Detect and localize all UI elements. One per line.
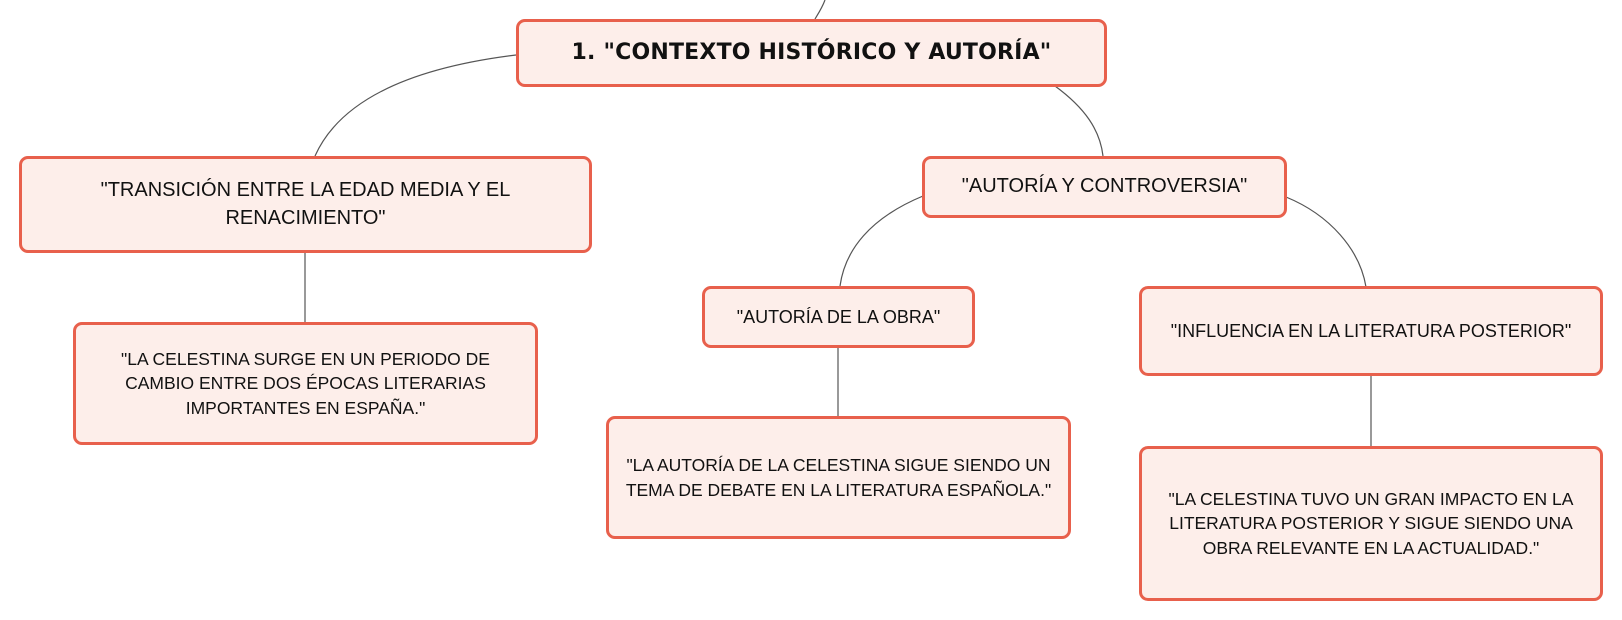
topic-transicion[interactable]: "TRANSICIÓN ENTRE LA EDAD MEDIA Y EL REN… bbox=[19, 156, 592, 253]
detail-influencia-text: "LA CELESTINA TUVO UN GRAN IMPACTO EN LA… bbox=[1168, 489, 1574, 558]
connector-controversia-to-obra bbox=[839, 195, 924, 287]
subtopic-influencia-label: "INFLUENCIA EN LA LITERATURA POSTERIOR" bbox=[1170, 320, 1572, 341]
detail-influencia[interactable]: "LA CELESTINA TUVO UN GRAN IMPACTO EN LA… bbox=[1139, 446, 1603, 601]
connector-root-to-transicion bbox=[314, 54, 517, 157]
root-node[interactable]: 1. "CONTEXTO HISTÓRICO Y AUTORÍA" bbox=[516, 19, 1107, 87]
detail-autoria-obra[interactable]: "LA AUTORÍA DE LA CELESTINA SIGUE SIENDO… bbox=[606, 416, 1071, 539]
detail-transicion-text: "LA CELESTINA SURGE EN UN PERIODO DE CAM… bbox=[121, 349, 490, 418]
detail-autoria-obra-text: "LA AUTORÍA DE LA CELESTINA SIGUE SIENDO… bbox=[625, 455, 1052, 500]
topic-autoria-controversia[interactable]: "AUTORÍA Y CONTROVERSIA" bbox=[922, 156, 1287, 218]
subtopic-autoria-obra[interactable]: "AUTORÍA DE LA OBRA" bbox=[702, 286, 975, 348]
connector-parent-to-root bbox=[814, 0, 826, 20]
connector-root-to-controversia bbox=[1054, 85, 1104, 157]
subtopic-influencia[interactable]: "INFLUENCIA EN LA LITERATURA POSTERIOR" bbox=[1139, 286, 1603, 376]
connector-controversia-to-influencia bbox=[1285, 196, 1367, 288]
subtopic-autoria-obra-label: "AUTORÍA DE LA OBRA" bbox=[736, 306, 941, 327]
topic-transicion-label: "TRANSICIÓN ENTRE LA EDAD MEDIA Y EL REN… bbox=[100, 178, 511, 229]
topic-autoria-controversia-label: "AUTORÍA Y CONTROVERSIA" bbox=[961, 175, 1248, 198]
root-node-label: 1. "CONTEXTO HISTÓRICO Y AUTORÍA" bbox=[571, 39, 1052, 65]
detail-transicion[interactable]: "LA CELESTINA SURGE EN UN PERIODO DE CAM… bbox=[73, 322, 538, 445]
